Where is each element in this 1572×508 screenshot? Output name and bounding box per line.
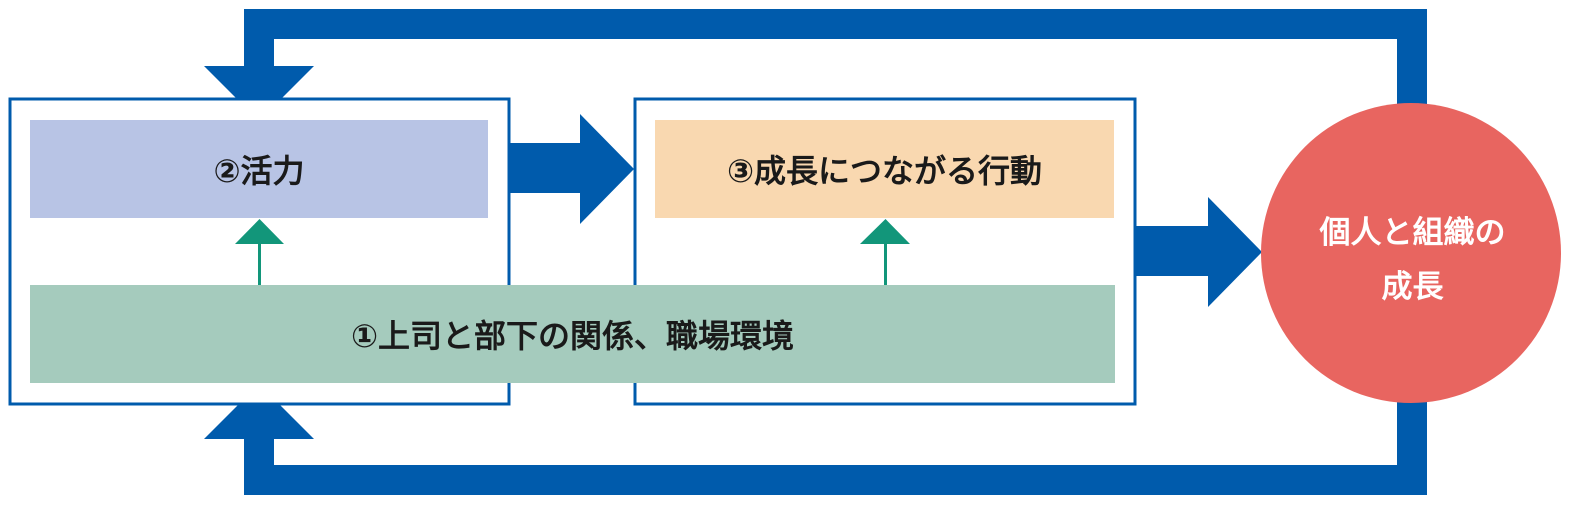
vitality-label: ②活力 [213,152,305,190]
outcome-label: 個人と組織の 成長 [1265,150,1560,370]
feedback-loop-bottom [204,350,1427,495]
action-label: ③成長につながる行動 [726,152,1043,190]
box-action [655,120,1114,218]
box-vitality [30,120,488,218]
foundation-label: ①上司と部下の関係、職場環境 [350,317,795,355]
outcome-label-line1: 個人と組織の [1319,214,1506,251]
outcome-label-line2: 成長 [1381,269,1444,305]
box-foundation [30,285,1115,383]
outcome-circle [1261,103,1561,403]
small-arrow-to-action [860,219,910,285]
arrow-vitality-to-action [509,114,634,224]
arrow-action-to-outcome [1135,197,1262,307]
loop-arrowhead-down [204,66,314,121]
small-arrow-to-vitality [235,219,284,285]
feedback-loop-top [204,9,1427,169]
loop-arrowhead-up [204,384,314,439]
